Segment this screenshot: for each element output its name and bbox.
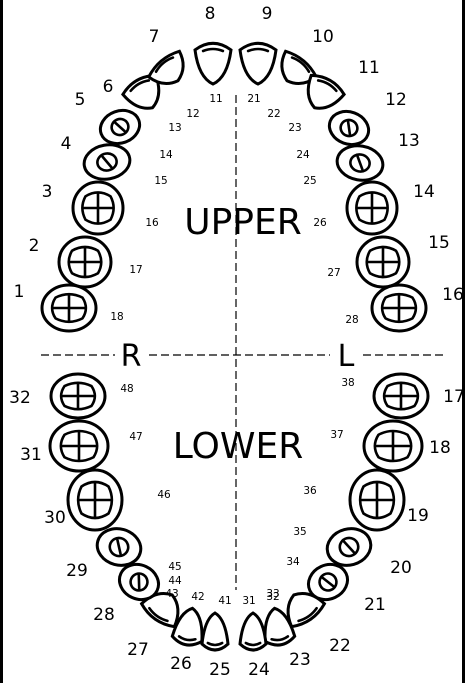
- tooth-1[interactable]: [42, 285, 96, 331]
- tooth-2[interactable]: [59, 237, 111, 287]
- universal-number-2: 2: [29, 236, 40, 256]
- universal-number-3: 3: [42, 182, 53, 202]
- dental-arch-diagram: 1 18 2 17 3 16 4 15 5 14 6 13 7 12 8 11 9 21 10 22 11 23 12 24 1…: [3, 0, 465, 683]
- lower-jaw-label: LOWER: [173, 426, 303, 467]
- universal-number-21: 21: [364, 595, 386, 615]
- tooth-3[interactable]: [73, 182, 123, 234]
- fdi-number-11: 11: [209, 93, 222, 105]
- tooth-13[interactable]: [334, 142, 385, 183]
- fdi-number-31: 31: [242, 595, 255, 607]
- tooth-9[interactable]: [240, 43, 276, 84]
- universal-number-1: 1: [14, 282, 25, 302]
- universal-number-15: 15: [428, 233, 450, 253]
- fdi-number-16: 16: [145, 217, 159, 229]
- fdi-number-22: 22: [267, 108, 280, 120]
- tooth-15[interactable]: [357, 237, 409, 287]
- universal-number-5: 5: [75, 90, 86, 110]
- fdi-number-35: 35: [293, 526, 306, 538]
- tooth-8[interactable]: [195, 43, 231, 84]
- fdi-number-41: 41: [218, 595, 231, 607]
- fdi-number-17: 17: [129, 264, 142, 276]
- tooth-16[interactable]: [372, 285, 426, 331]
- universal-number-29: 29: [66, 561, 88, 581]
- fdi-number-34: 34: [286, 556, 300, 568]
- fdi-number-46: 46: [157, 489, 171, 501]
- fdi-number-42: 42: [191, 591, 204, 603]
- tooth-18[interactable]: [364, 421, 422, 471]
- universal-number-18: 18: [429, 438, 451, 458]
- fdi-number-21: 21: [247, 93, 260, 105]
- tooth-24[interactable]: [240, 613, 266, 650]
- universal-number-7: 7: [149, 27, 160, 47]
- fdi-number-36: 36: [303, 485, 317, 497]
- fdi-number-38: 38: [341, 377, 354, 389]
- universal-number-27: 27: [127, 640, 149, 660]
- universal-number-32: 32: [9, 388, 31, 408]
- fdi-number-45: 45: [168, 561, 181, 573]
- universal-number-19: 19: [407, 506, 429, 526]
- universal-number-22: 22: [329, 636, 351, 656]
- universal-number-30: 30: [44, 508, 66, 528]
- universal-number-6: 6: [103, 77, 114, 97]
- tooth-4[interactable]: [81, 141, 132, 182]
- universal-number-8: 8: [205, 4, 216, 24]
- fdi-number-15: 15: [154, 175, 167, 187]
- universal-number-14: 14: [413, 182, 435, 202]
- tooth-31[interactable]: [50, 421, 108, 471]
- fdi-number-12: 12: [186, 108, 199, 120]
- fdi-number-24: 24: [296, 149, 310, 161]
- fdi-number-28: 28: [345, 314, 358, 326]
- right-side-label: R: [121, 339, 142, 374]
- universal-number-24: 24: [248, 660, 270, 680]
- fdi-number-27: 27: [327, 267, 340, 279]
- universal-number-16: 16: [442, 285, 464, 305]
- tooth-25[interactable]: [202, 613, 228, 650]
- universal-number-4: 4: [61, 134, 72, 154]
- fdi-number-25: 25: [303, 175, 316, 187]
- universal-number-9: 9: [262, 4, 273, 24]
- tooth-14[interactable]: [347, 182, 397, 234]
- universal-number-23: 23: [289, 650, 311, 670]
- fdi-number-23: 23: [288, 122, 301, 134]
- universal-number-28: 28: [93, 605, 115, 625]
- universal-number-20: 20: [390, 558, 412, 578]
- universal-number-25: 25: [209, 660, 231, 680]
- universal-number-11: 11: [358, 58, 380, 78]
- fdi-number-26: 26: [313, 217, 327, 229]
- universal-number-17: 17: [443, 387, 465, 407]
- fdi-number-48: 48: [120, 383, 133, 395]
- universal-number-12: 12: [385, 90, 407, 110]
- tooth-30[interactable]: [68, 470, 122, 530]
- teeth-layer: [42, 43, 428, 650]
- fdi-number-37: 37: [330, 429, 343, 441]
- tooth-12[interactable]: [325, 106, 374, 150]
- tooth-19[interactable]: [350, 470, 404, 530]
- fdi-number-18: 18: [110, 311, 123, 323]
- fdi-number-47: 47: [129, 431, 142, 443]
- label-layer: 1 18 2 17 3 16 4 15 5 14 6 13 7 12 8 11 9 21 10 22 11 23 12 24 1…: [9, 4, 465, 680]
- tooth-5[interactable]: [96, 105, 145, 149]
- fdi-number-14: 14: [159, 149, 173, 161]
- upper-jaw-label: UPPER: [184, 202, 302, 243]
- fdi-number-44: 44: [168, 575, 182, 587]
- universal-number-31: 31: [20, 445, 42, 465]
- universal-number-26: 26: [170, 654, 192, 674]
- universal-number-13: 13: [398, 131, 420, 151]
- universal-number-10: 10: [312, 27, 334, 47]
- fdi-number-43: 43: [165, 588, 178, 600]
- tooth-17[interactable]: [374, 374, 428, 418]
- tooth-32[interactable]: [51, 374, 105, 418]
- fdi-number-13: 13: [168, 122, 181, 134]
- left-side-label: L: [338, 339, 355, 374]
- fdi-number-32: 32: [266, 591, 279, 603]
